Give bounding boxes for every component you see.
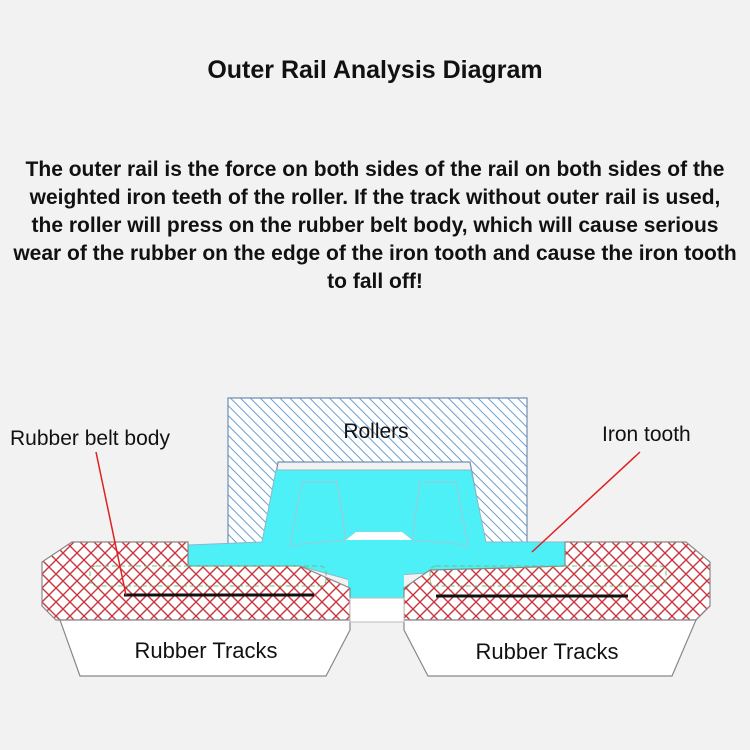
rollers-label: Rollers <box>343 420 408 443</box>
rubber-belt-leader-line <box>95 451 127 596</box>
rubber-tracks-left-label: Rubber Tracks <box>134 638 277 663</box>
rubber-track-right <box>403 541 711 677</box>
iron-tooth-label: Iron tooth <box>602 423 691 446</box>
rubber-belt-body-label: Rubber belt body <box>10 427 170 450</box>
diagram-description: The outer rail is the force on both side… <box>13 158 737 293</box>
rubber-tracks-right-label: Rubber Tracks <box>475 639 618 664</box>
track-gap <box>349 597 405 623</box>
iron-tooth-leader-line <box>531 451 641 553</box>
diagram-title: Outer Rail Analysis Diagram <box>207 56 543 84</box>
